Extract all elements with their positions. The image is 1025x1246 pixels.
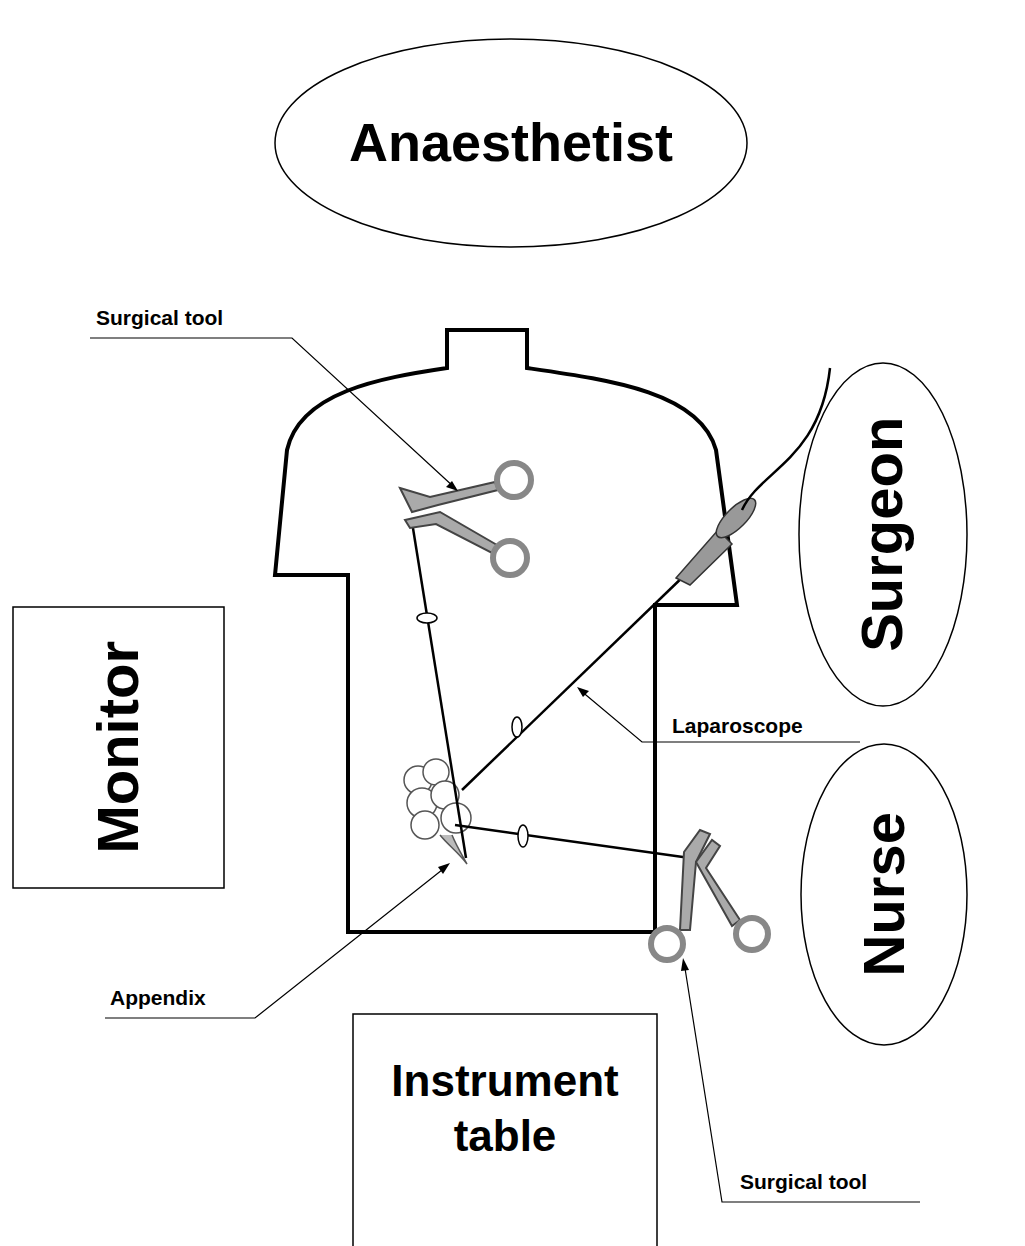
scissors-handle bbox=[651, 830, 768, 960]
staff-ellipse: Nurse bbox=[800, 743, 968, 1046]
staff-ellipse: Anaesthetist bbox=[274, 38, 748, 248]
equipment-box: Monitor bbox=[12, 606, 225, 889]
trocar-port bbox=[518, 825, 528, 847]
node-label: Surgeon bbox=[847, 417, 920, 652]
staff-ellipse: Surgeon bbox=[798, 362, 968, 707]
part-label: Laparoscope bbox=[670, 714, 805, 738]
camera-head bbox=[711, 493, 762, 544]
node-label: Monitor bbox=[82, 641, 155, 854]
tool-shaft bbox=[455, 825, 690, 858]
trocar-port bbox=[417, 613, 437, 623]
scissors-handle bbox=[400, 463, 531, 575]
part-label: Surgical tool bbox=[94, 306, 225, 330]
part-label: Appendix bbox=[108, 986, 208, 1010]
node-label: Instrument table bbox=[362, 1053, 648, 1163]
torso-outline bbox=[275, 330, 737, 932]
node-label: Anaesthetist bbox=[349, 109, 673, 177]
part-label: Surgical tool bbox=[738, 1170, 869, 1194]
equipment-box: Instrument table bbox=[352, 1013, 658, 1246]
leader-arrowheads bbox=[438, 481, 689, 971]
trocar-port bbox=[512, 717, 522, 737]
laparoscope-shaft bbox=[462, 570, 690, 790]
tool-shaft bbox=[412, 522, 466, 858]
node-label: Nurse bbox=[848, 812, 921, 976]
